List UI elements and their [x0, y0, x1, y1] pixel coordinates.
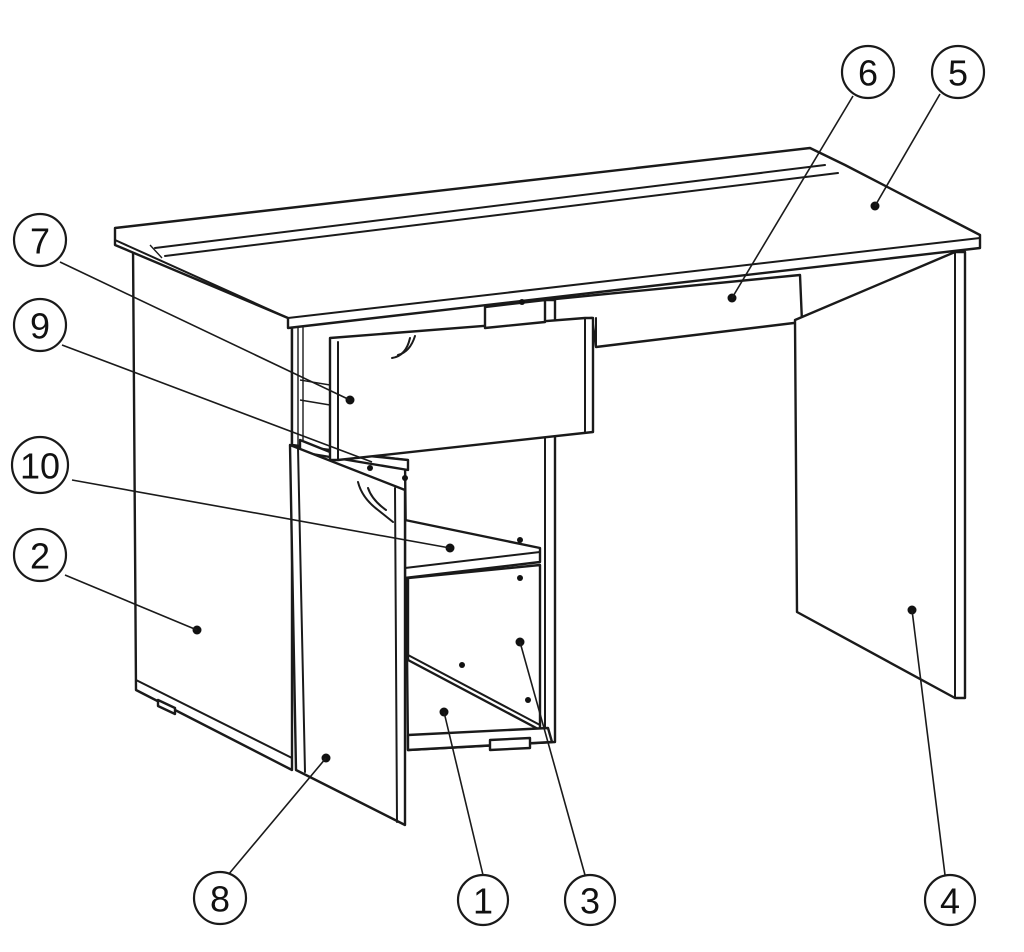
callout-left-side-panel: 2 [12, 527, 68, 583]
callout-modesty-rail: 6 [840, 44, 896, 100]
callout-label: 5 [948, 53, 968, 94]
callout-label: 9 [30, 306, 50, 347]
callout-cabinet-door: 8 [192, 870, 248, 926]
callout-label: 3 [580, 881, 600, 922]
callout-label: 1 [473, 881, 493, 922]
left-side-panel [131, 243, 294, 772]
desk-top [113, 146, 982, 330]
callout-label: 7 [30, 221, 50, 262]
callout-drawer-divider: 9 [12, 297, 68, 353]
callout-middle-shelf: 10 [10, 435, 70, 495]
leader-lines [59, 93, 946, 876]
middle-shelf [403, 518, 542, 580]
callout-label: 10 [20, 446, 60, 487]
callout-right-leg-panel: 4 [923, 873, 977, 927]
callout-label: 2 [30, 536, 50, 577]
right-leg-panel [793, 250, 967, 700]
callout-cabinet-back-panel: 3 [563, 873, 617, 927]
drawer-front [328, 298, 595, 462]
cabinet-door [288, 443, 407, 827]
callout-desk-top: 5 [930, 44, 986, 100]
callout-bottom-shelf: 1 [456, 873, 510, 927]
callout-label: 8 [210, 879, 230, 920]
hardware-dots [192, 201, 917, 763]
callout-label: 6 [858, 53, 878, 94]
callout-label: 4 [940, 881, 960, 922]
callout-drawer-front: 7 [12, 212, 68, 268]
bottom-shelf [406, 726, 554, 752]
